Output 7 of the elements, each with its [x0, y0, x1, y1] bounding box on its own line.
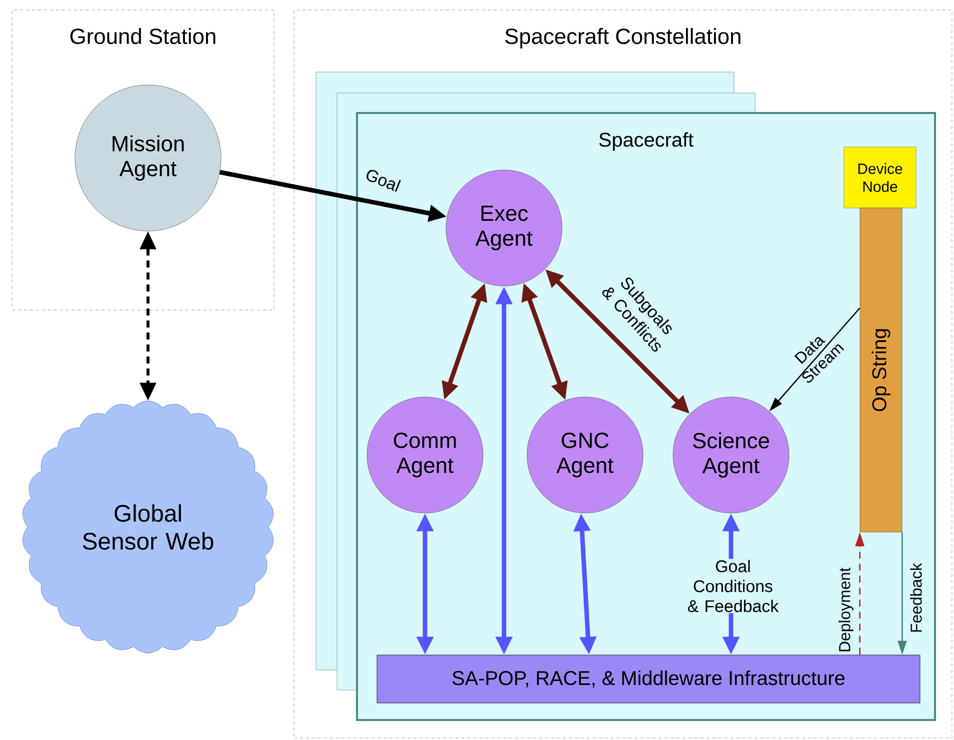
op-string-bar: Op String [860, 208, 902, 532]
edge-label: Goal [366, 170, 401, 192]
device-box: Device Node [844, 146, 916, 208]
edge-label: Feedback [910, 563, 922, 632]
infrastructure-bar: SA-POP, RACE, & Middleware Infrastructure [376, 654, 920, 704]
edge-label: Goal Conditions & Feedback [688, 560, 779, 612]
edge-label: Deployment [838, 568, 854, 652]
